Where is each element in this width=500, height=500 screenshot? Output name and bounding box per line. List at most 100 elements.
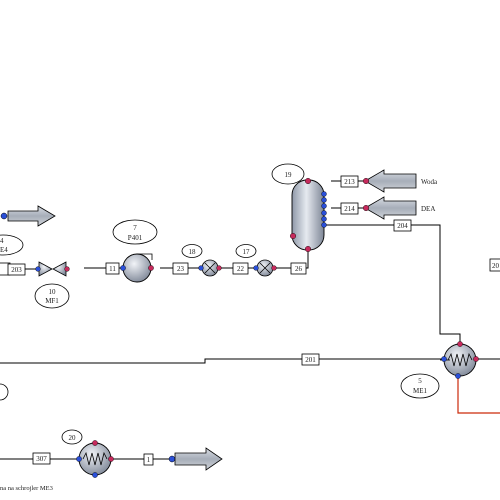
stream-204-box [393,219,412,232]
mixer-outlet [35,266,41,272]
left-product-port [0,212,8,220]
line-stream-204 [324,224,461,346]
cooler-port-top [92,440,98,446]
exchanger-name: ME1 [413,387,428,395]
line-stream-26 [276,244,309,269]
vessel-top-port [305,177,312,184]
valve-18[interactable]: 18 [181,244,222,277]
stream-201-box [301,353,320,366]
pump-p401[interactable]: 7 P401 [112,219,158,283]
cooler-coil [82,451,108,466]
vessel-inlet-6 [321,222,327,228]
cooler-port-left [76,456,82,462]
exchanger-port-top [457,341,463,347]
vessel-inlet-5 [321,216,327,222]
footer-caption: na na schrojler ME3 [0,485,53,492]
feed-water[interactable]: 213 Woda [340,169,438,193]
feed-water-label: Woda [421,178,438,186]
stream-204-label: 204 [397,222,408,230]
cooler-20[interactable]: 20 [61,429,114,478]
stream-201-label: 201 [305,356,316,364]
valve-17-port-in [271,265,277,271]
stream-22-label: 22 [237,265,245,273]
cooler-port-bottom [92,472,98,478]
feed-water-arrow [364,169,417,193]
stream-20x-label: 20 [492,262,500,270]
feed-dea-port [363,204,370,211]
mixer-num: 10 [49,288,57,296]
valve-17-label: 17 [243,248,251,256]
exchanger-port-right [473,356,479,362]
line-stream-201 [0,358,442,364]
valve-18-label-frame [181,244,203,258]
mixer-right-half [52,261,67,277]
left-edge-unit-num: 4 [0,237,4,245]
stream-26-box [290,262,307,275]
vessel-bottom-port [305,245,312,252]
vessel-inlet-4 [321,210,327,216]
exchanger-port-bottom [455,373,461,379]
cooler-body [78,442,112,476]
left-product-arrow [0,205,56,227]
vessel-19-label-frame [271,163,305,185]
cooler-num: 20 [69,434,77,442]
pump-outlet [120,265,126,271]
stream-lines [0,180,500,460]
exchanger-num: 5 [418,377,422,385]
left-edge-partial-frame [0,383,9,401]
stream-214-box [340,202,359,215]
left-edge-unit: 4 E4 [0,234,24,256]
valve-17[interactable]: 17 [235,244,277,277]
vessel-inlet-2 [321,197,327,203]
stream-26-label: 26 [295,265,303,273]
stream-214-label: 214 [344,205,355,213]
stream-23-box [172,262,189,275]
feed-water-port [363,177,370,184]
cooler-label-frame [61,429,83,445]
vessel-inlet-3 [321,203,327,209]
mixer-inlet [64,266,70,272]
left-edge-unit-frame [0,234,24,256]
mixer-name: MF1 [45,297,59,305]
stream-307-box [32,452,51,465]
bottom-product-port [168,455,176,463]
vessel-19[interactable]: 19 [271,163,327,252]
pump-body [122,253,152,283]
left-product-arrow-shape [7,205,56,227]
pump-num: 7 [133,224,137,232]
stream-307-label: 307 [36,455,47,463]
feed-dea[interactable]: 214 DEA [340,196,435,220]
vessel-side-port [290,232,297,239]
pump-label-frame [112,219,158,245]
valve-18-port-in [216,265,222,271]
mixer-left-half [38,261,53,277]
stream-20x-box [489,258,500,272]
stream-203-box [7,263,26,276]
valve-18-label: 18 [189,248,197,256]
stream-213-box [340,175,359,188]
stream-23-label: 23 [177,265,185,273]
exchanger-me1[interactable]: 5 ME1 [400,341,479,399]
stream-203-label: 203 [11,266,22,274]
stream-11-label: 11 [109,265,116,273]
vessel-19-label: 19 [285,171,293,179]
feed-dea-label: DEA [421,205,435,213]
vessel-19-body [291,179,325,251]
stream-1-label: 1 [147,456,151,464]
mixer-label-frame [34,283,70,309]
stream-213-label: 213 [344,178,355,186]
cooler-port-right [108,456,114,462]
valve-17-port-out [253,265,259,271]
valve-17-label-frame [235,244,257,258]
mixer-mf1[interactable]: 10 MF1 [34,261,70,309]
exchanger-label-frame [400,373,440,399]
stream-1-box [143,453,154,466]
stream-22-box [232,262,249,275]
stream-11-box [105,262,120,275]
exchanger-port-left [441,356,447,362]
pump-name: P401 [128,234,143,242]
line-hot-stream [457,377,500,414]
left-edge-unit-name: E4 [0,246,8,254]
feed-dea-arrow [364,196,417,220]
